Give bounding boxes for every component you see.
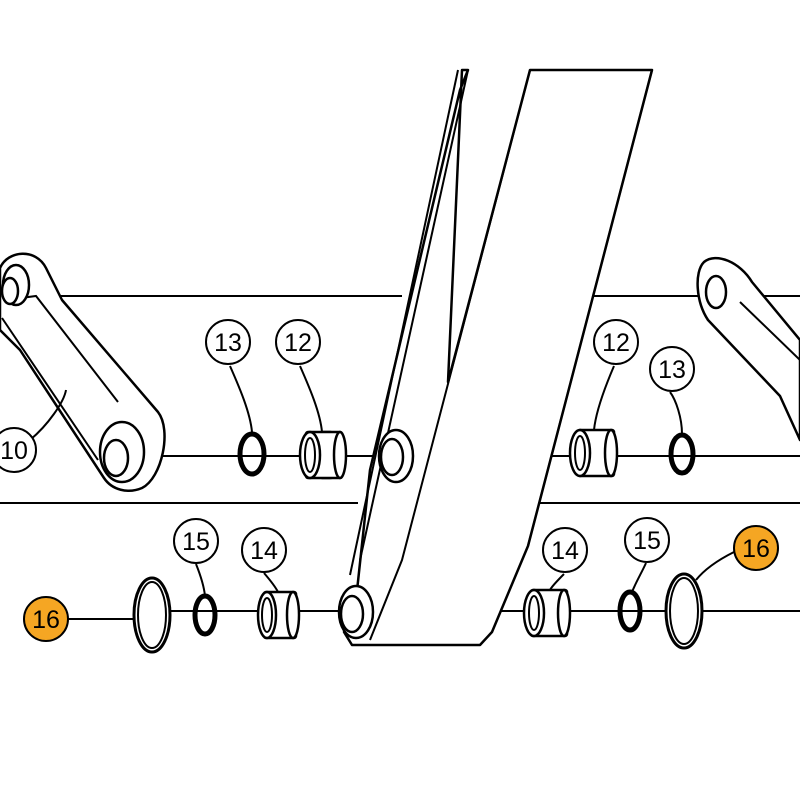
part-14-bushing-left [256,590,301,640]
part-15-ring-right [617,589,643,633]
part-12-bushing-right [568,428,619,478]
callout-13-right: 13 [649,346,695,392]
callout-15-left: 15 [173,518,219,564]
callout-12-left: 12 [275,319,321,365]
callout-13-left: 13 [205,319,251,365]
callout-10: 10 [0,427,37,473]
callout-14-left: 14 [241,527,287,573]
callout-15-right: 15 [624,517,670,563]
part-13-ring-left [237,431,267,477]
callout-label: 16 [742,535,770,563]
callout-label: 12 [284,329,312,357]
callout-14-right: 14 [542,527,588,573]
callout-label: 15 [633,527,661,555]
callout-label: 12 [602,329,630,357]
callout-label: 13 [658,356,686,384]
callout-label: 15 [182,528,210,556]
callout-12-right: 12 [593,319,639,365]
part-12-bushing-left [298,430,348,480]
part-14-bushing-right [522,588,572,638]
callout-label: 10 [0,437,28,465]
part-13-ring-right [668,432,696,476]
part-16-oring-right [664,572,704,650]
callout-label: 13 [214,329,242,357]
callout-16-left: 16 [23,596,69,642]
part-16-oring-left [132,576,172,654]
part-15-ring-left [192,593,218,637]
callout-16-right: 16 [733,525,779,571]
frame-member [337,68,654,647]
leader-lines [29,365,735,620]
link-arm-left [0,252,166,492]
callout-label: 14 [551,537,579,565]
link-arm-right [696,256,800,442]
callout-label: 16 [32,606,60,634]
callout-label: 14 [250,537,278,565]
